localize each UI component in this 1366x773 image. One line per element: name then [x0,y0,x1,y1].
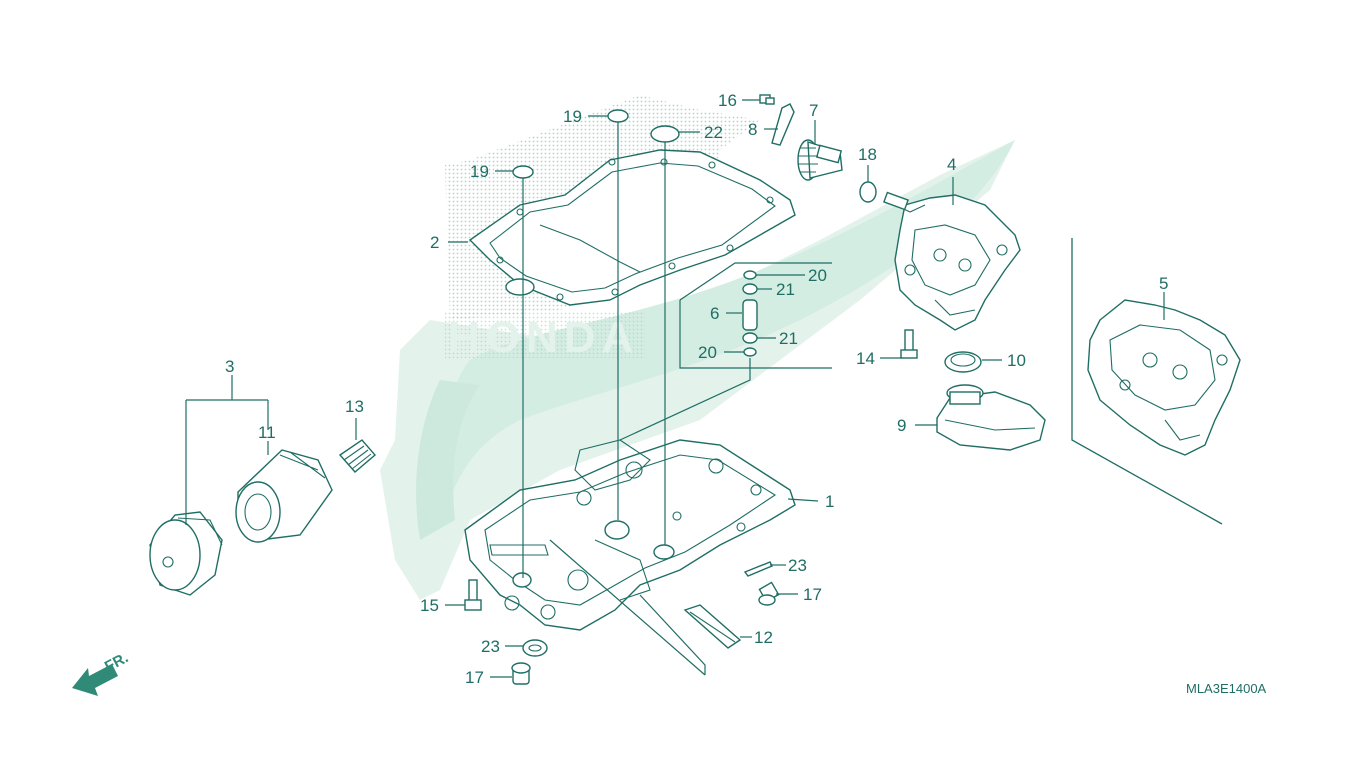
part-oil-pump-assembly [1087,299,1241,456]
callout-12: 12 [754,628,773,647]
part-drive-gear [797,139,843,181]
callout-20-bottom: 20 [698,343,717,362]
callout-11: 11 [258,423,276,442]
part-oring-19-top [607,109,629,123]
callout-13: 13 [345,397,364,416]
callout-15: 15 [420,596,439,615]
callout-9: 9 [897,416,906,435]
callout-23-lower: 23 [481,637,500,656]
callout-21-bottom: 21 [779,329,798,348]
callout-8: 8 [748,120,757,139]
honda-watermark-text: HONDA [448,313,639,362]
callout-21-top: 21 [776,280,795,299]
part-washer-23-upper [743,561,773,577]
callout-17-lower: 17 [465,668,484,687]
part-plate [771,103,795,146]
callout-19-top: 19 [563,107,582,126]
callout-20-top: 20 [808,266,827,285]
part-drain-bolt-upper [758,581,780,606]
part-oring-22 [650,125,680,143]
callout-22: 22 [704,123,723,142]
part-oil-pan [464,439,796,631]
leader-lines [185,99,1165,678]
part-strainer-9 [936,384,1046,451]
callout-14: 14 [856,349,875,368]
front-direction-indicator: FR. [72,649,131,696]
callout-2: 2 [430,233,439,252]
callout-23-upper: 23 [788,556,807,575]
part-oring-lower [505,278,535,296]
part-oring-19-left [512,165,534,179]
diagram-code: MLA3E1400A [1186,681,1267,696]
part-pipe-13 [338,439,376,473]
part-bolt-15 [464,579,482,611]
callout-labels: 1 2 3 4 5 6 7 8 9 10 11 12 13 14 15 16 1… [225,91,1168,687]
honda-wing-watermark [380,140,1015,600]
callout-5: 5 [1159,274,1168,293]
part-washer-23-lower [522,639,548,657]
part-filter-cap [149,511,223,596]
callout-10: 10 [1007,351,1026,370]
callout-1: 1 [825,492,834,511]
callout-6: 6 [710,304,719,323]
callout-17-upper: 17 [803,585,822,604]
part-bolt-14 [900,329,918,359]
front-arrow-icon [72,664,118,696]
assembly-bracket [1071,238,1223,525]
part-oil-filter [235,449,333,543]
callout-4: 4 [947,155,956,174]
part-screen-12 [683,604,742,649]
callout-3: 3 [225,357,234,376]
part-drain-bolt-lower [511,662,531,685]
part-bolt-16 [759,94,775,105]
callout-18: 18 [858,145,877,164]
callout-7: 7 [809,101,818,120]
part-washer-18 [859,181,877,203]
callout-19-left: 19 [470,162,489,181]
part-seal-10 [944,351,982,373]
callout-16: 16 [718,91,737,110]
part-oil-pump [883,191,1021,331]
